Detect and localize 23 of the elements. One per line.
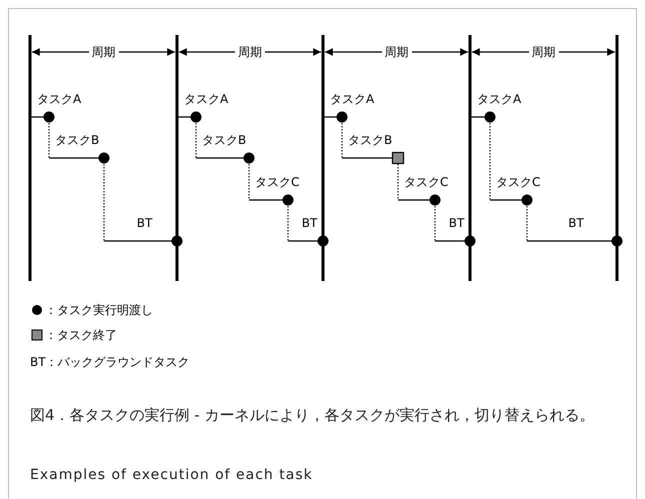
- task-label: タスクA: [330, 92, 374, 106]
- legend-text: ：タスク実行明渡し: [45, 303, 153, 317]
- period-label: 周期: [235, 45, 265, 59]
- task-label: BT: [302, 216, 318, 230]
- period-label: 周期: [88, 45, 118, 59]
- task-label: タスクC: [404, 175, 448, 189]
- task-label: タスクA: [37, 92, 82, 106]
- english-caption: Examples of execution of each task: [30, 468, 313, 482]
- task-label: BT: [448, 216, 464, 230]
- task-label: タスクA: [184, 92, 228, 106]
- task-label: タスクB: [55, 133, 100, 147]
- legend-text: ：タスク終了: [45, 328, 117, 342]
- period-label: 周期: [382, 45, 412, 59]
- task-label: タスクB: [202, 133, 246, 147]
- task-label: タスクA: [477, 92, 522, 106]
- task-label: タスクC: [496, 175, 540, 189]
- task-label: タスクC: [255, 175, 300, 189]
- figure-caption: 図4．各タスクの実行例 - カーネルにより，各タスクが実行され，切り替えられる。: [30, 405, 596, 426]
- task-label: タスクB: [348, 133, 392, 147]
- period-label: 周期: [528, 45, 558, 59]
- task-label: BT: [136, 216, 152, 230]
- task-label: BT: [568, 216, 584, 230]
- legend-note: BT：バックグラウンドタスク: [30, 355, 190, 369]
